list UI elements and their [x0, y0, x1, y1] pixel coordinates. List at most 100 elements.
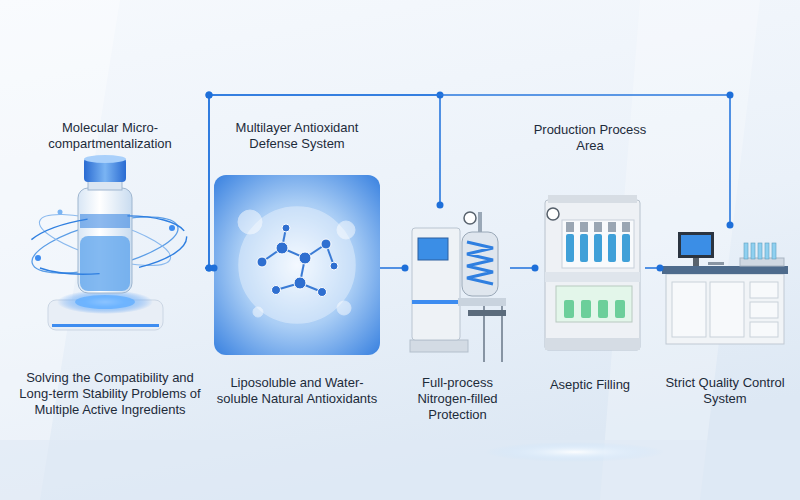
label-holder: Production Process Area: [530, 122, 650, 154]
bottle: [598, 300, 608, 318]
nozzle: [594, 222, 602, 232]
filling-window: [562, 220, 634, 268]
test-tube: [744, 243, 748, 259]
test-tube: [751, 243, 755, 259]
connector: [205, 95, 440, 268]
light-streak: [600, 0, 760, 500]
bottle: [564, 300, 574, 318]
drawer: [750, 282, 778, 298]
cabinet-door: [672, 282, 706, 337]
node-text: Full-process Nitrogen-filled Protection: [405, 375, 510, 423]
keyboard: [708, 262, 724, 265]
test-tube: [758, 243, 762, 259]
junction-dot: [727, 92, 734, 99]
junction-dot: [532, 265, 539, 272]
filling-tube: [622, 234, 630, 262]
bottle: [615, 300, 625, 318]
nozzle: [622, 222, 630, 232]
vial-figure: [21, 155, 190, 330]
vial-liquid: [80, 236, 130, 291]
atom: [321, 239, 331, 249]
junction-dot: [206, 265, 213, 272]
control-cabinet: [412, 228, 460, 340]
atom: [299, 252, 311, 264]
filling-tube: [580, 234, 588, 262]
floor: [0, 440, 800, 500]
pedestal-glow: [57, 290, 153, 314]
bench-top: [662, 266, 788, 274]
process-node: Full-process Nitrogen-filled Protection: [405, 205, 510, 427]
node-text: Strict Quality Control System: [660, 375, 790, 407]
lab-bench: [662, 232, 788, 344]
junction-dot: [206, 265, 213, 272]
platform: [458, 298, 506, 306]
junction-dot: [206, 92, 213, 99]
machine-base: [410, 340, 468, 352]
filling-tube: [594, 234, 602, 262]
vessel-pipe: [478, 212, 482, 234]
atom: [276, 242, 288, 254]
bubble: [337, 221, 355, 239]
atom: [282, 224, 290, 232]
atom: [272, 286, 281, 295]
atom: [257, 257, 267, 267]
machine-body: [545, 200, 640, 350]
machine-base: [545, 338, 640, 350]
vial-body: [78, 188, 132, 293]
node-heading: Multilayer Antioxidant Defense System: [214, 120, 380, 152]
orbit-dot: [35, 255, 41, 261]
vial-band: [80, 214, 130, 228]
atom: [294, 277, 306, 289]
cooling-coil: [467, 242, 493, 284]
molecule-bonds: [262, 228, 334, 292]
atom: [330, 262, 338, 270]
reactor-machine: [410, 212, 506, 362]
monitor-screen: [681, 235, 711, 255]
atom: [318, 288, 327, 297]
nozzle: [580, 222, 588, 232]
bench-body: [666, 274, 784, 344]
monitor: [678, 232, 714, 258]
control-screen: [418, 238, 448, 260]
orbit-dot: [58, 210, 63, 215]
drawer: [750, 302, 778, 318]
filling-tube: [566, 234, 574, 262]
light-flare: [485, 442, 665, 462]
machine-top: [548, 195, 637, 203]
connector: [510, 267, 535, 269]
filling-tube: [608, 234, 616, 262]
junction-dot: [727, 222, 734, 229]
sphere: [239, 207, 355, 323]
bubble: [238, 210, 262, 234]
process-node: Molecular Micro-compartmentalizationSolv…: [15, 120, 205, 422]
nozzle: [566, 222, 574, 232]
test-tube: [772, 243, 776, 259]
junction-dot: [402, 265, 409, 272]
machine-leg: [483, 300, 485, 362]
junction-dot: [437, 202, 444, 209]
conveyor: [468, 310, 506, 316]
junction-dot: [657, 265, 664, 272]
connector: [380, 267, 405, 269]
bubble: [337, 301, 351, 315]
node-heading: Molecular Micro-compartmentalization: [15, 120, 205, 152]
pedestal-glow: [75, 295, 135, 309]
process-node: Aseptic Filling: [535, 195, 645, 397]
reactor-vessel: [462, 232, 498, 296]
pedestal-light: [52, 324, 159, 327]
molecule-atoms: [257, 224, 338, 297]
machine-leg: [501, 300, 503, 362]
bubble: [253, 307, 263, 317]
monitor-stand: [693, 258, 699, 266]
antioxidant-card: [214, 175, 380, 355]
cabinet-stripe: [412, 300, 460, 304]
node-text: Solving the Compatibility and Long-term …: [15, 370, 205, 418]
node-text: Aseptic Filling: [535, 377, 645, 393]
drawer: [750, 322, 778, 337]
pressure-gauge: [547, 208, 559, 220]
cabinet-door: [710, 282, 744, 337]
